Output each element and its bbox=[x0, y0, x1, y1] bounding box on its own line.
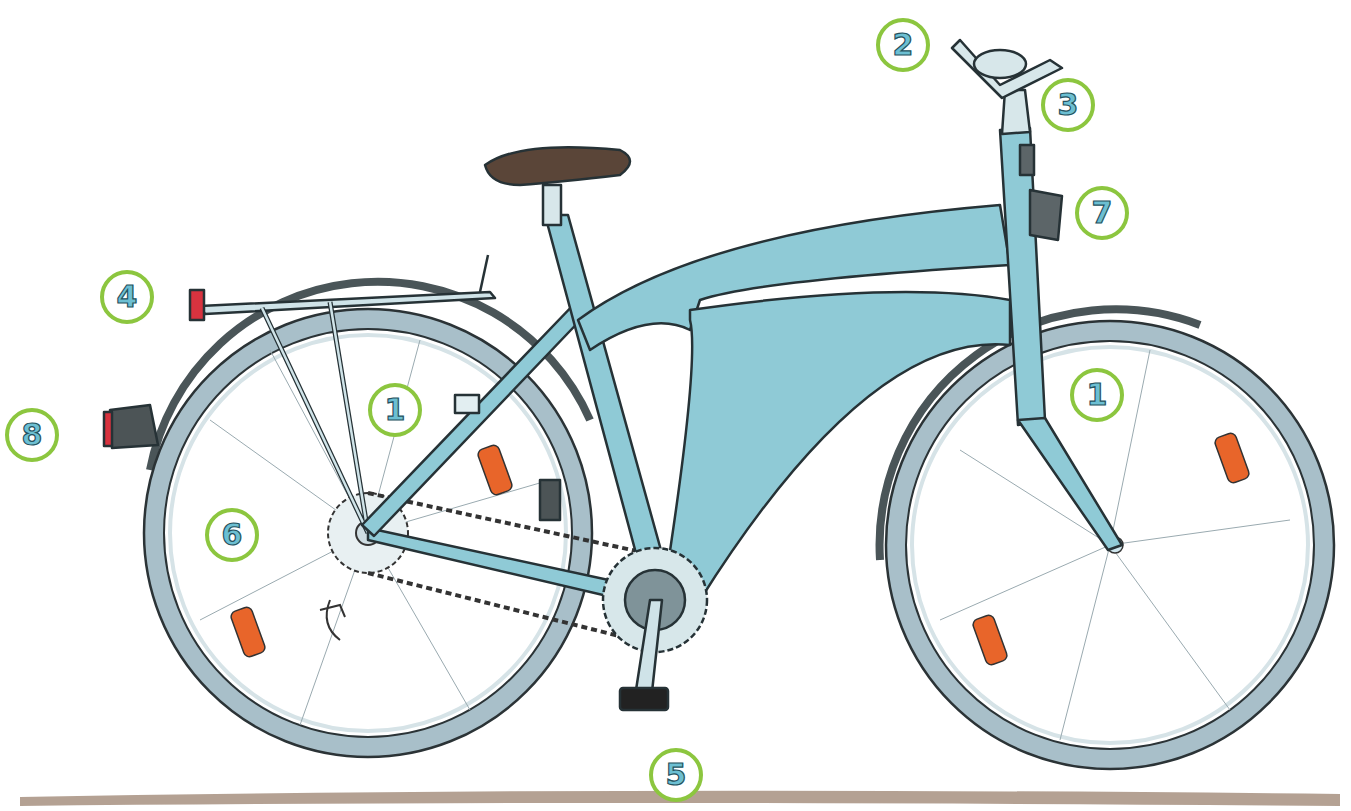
callout-circle: 5 bbox=[649, 748, 703, 802]
callout-circle: 3 bbox=[1041, 78, 1095, 132]
callout-circle: 8 bbox=[5, 408, 59, 462]
callout-circle: 1 bbox=[368, 383, 422, 437]
callout-number: 7 bbox=[1092, 198, 1113, 228]
callout-circle: 6 bbox=[205, 508, 259, 562]
callout-number: 4 bbox=[117, 282, 138, 312]
callout-circle: 4 bbox=[100, 270, 154, 324]
callout-number: 6 bbox=[222, 520, 243, 550]
callout-number: 1 bbox=[385, 395, 406, 425]
callout-number: 3 bbox=[1058, 90, 1079, 120]
callout-number: 2 bbox=[893, 30, 914, 60]
callout-circle: 2 bbox=[876, 18, 930, 72]
callout-number: 1 bbox=[1087, 380, 1108, 410]
callout-number: 5 bbox=[666, 760, 687, 790]
callout-number: 8 bbox=[22, 420, 43, 450]
callout-circle: 1 bbox=[1070, 368, 1124, 422]
callout-circle: 7 bbox=[1075, 186, 1129, 240]
